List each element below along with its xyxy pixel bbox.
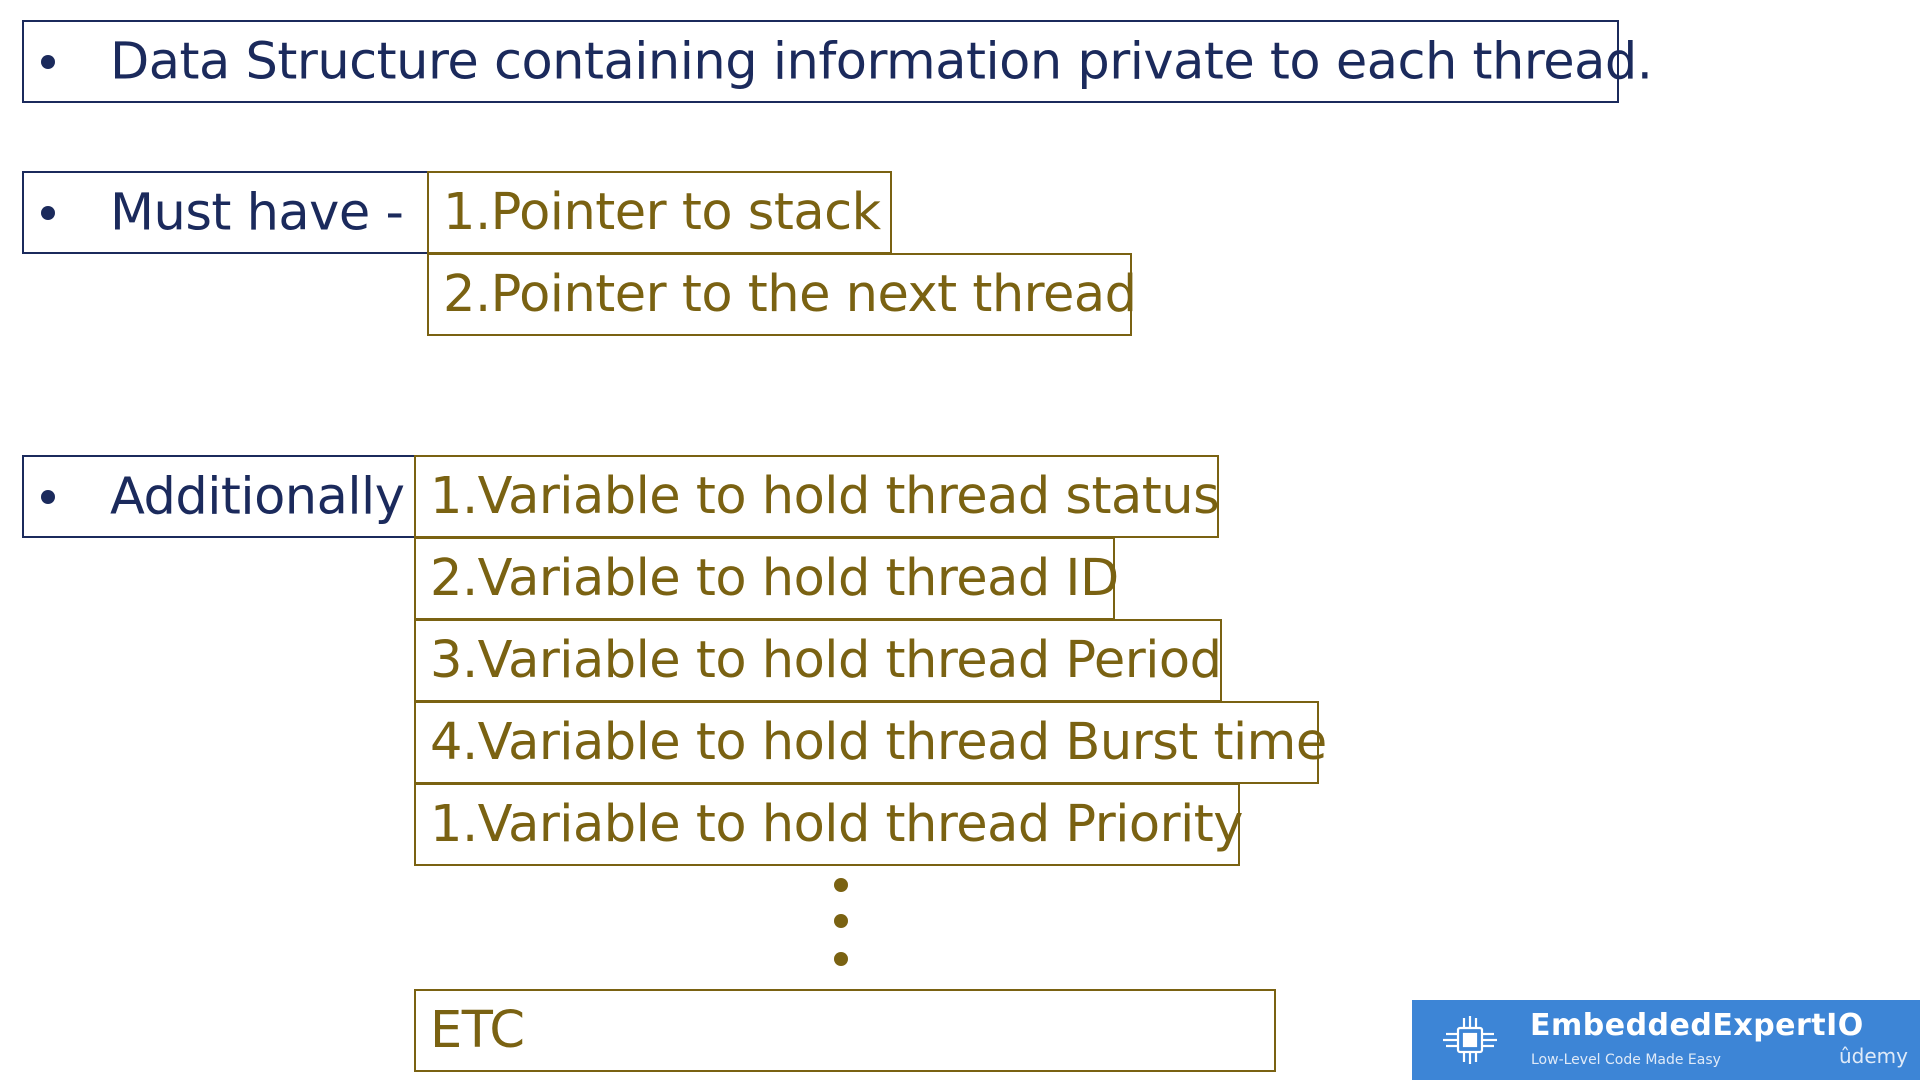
additionally-item-4: 4.Variable to hold thread Burst time: [414, 701, 1327, 784]
embeddedexpertio-logo: EmbeddedExpertIO Low-Level Code Made Eas…: [1412, 1000, 1920, 1080]
additionally-item-text: 3.Variable to hold thread Period: [430, 631, 1222, 690]
bullet-icon: [41, 205, 55, 220]
etc-box: ETC: [414, 989, 1276, 1072]
additionally-item-2: 2.Variable to hold thread ID: [414, 537, 1119, 620]
additionally-item-3: 3.Variable to hold thread Period: [414, 619, 1222, 702]
logo-title: EmbeddedExpertIO: [1530, 1008, 1864, 1043]
bullet-icon: [41, 54, 55, 69]
additionally-label-box: Additionally: [22, 455, 416, 538]
additionally-item-1: 1.Variable to hold thread status: [414, 455, 1220, 538]
must-have-item-1: 1.Pointer to stack: [427, 171, 892, 254]
chip-icon: [1443, 1016, 1497, 1064]
definition-box: Data Structure containing information pr…: [22, 20, 1653, 103]
additionally-label: Additionally: [110, 467, 405, 526]
must-have-item-text: 2.Pointer to the next thread: [443, 265, 1137, 324]
ellipsis-dot-icon: [834, 914, 848, 928]
must-have-label-box: Must have -: [22, 171, 429, 254]
must-have-item-2: 2.Pointer to the next thread: [427, 253, 1137, 336]
bullet-icon: [41, 489, 55, 504]
additionally-item-text: 2.Variable to hold thread ID: [430, 549, 1119, 608]
udemy-wordmark: ûdemy: [1839, 1044, 1908, 1068]
additionally-item-5: 1.Variable to hold thread Priority: [414, 783, 1243, 866]
must-have-item-text: 1.Pointer to stack: [443, 183, 881, 242]
must-have-label: Must have -: [110, 183, 404, 242]
additionally-item-text: 4.Variable to hold thread Burst time: [430, 713, 1327, 772]
ellipsis-dot-icon: [834, 952, 848, 966]
definition-text: Data Structure containing information pr…: [110, 32, 1653, 91]
ellipsis-dot-icon: [834, 878, 848, 892]
etc-text: ETC: [430, 1001, 525, 1060]
additionally-item-text: 1.Variable to hold thread status: [430, 467, 1220, 526]
logo-tagline: Low-Level Code Made Easy: [1531, 1052, 1721, 1068]
additionally-item-text: 1.Variable to hold thread Priority: [430, 795, 1243, 854]
